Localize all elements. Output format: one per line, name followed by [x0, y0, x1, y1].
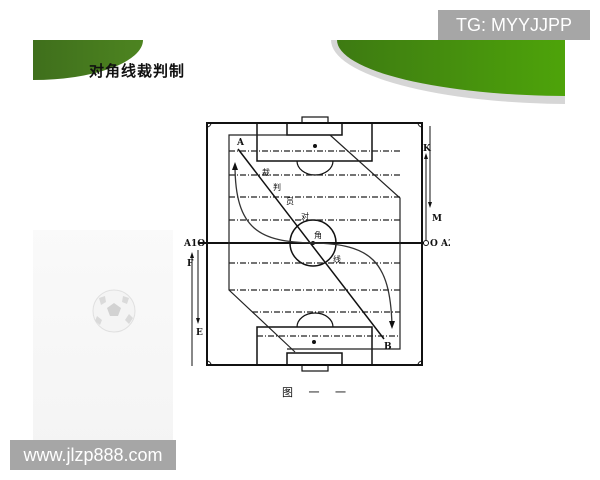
label-K: K — [423, 144, 432, 154]
background-texture — [33, 230, 173, 450]
watermark-top-right: TG: MYYJJPP — [438, 10, 590, 40]
soccer-ball-icon — [92, 289, 136, 333]
banner-right-decoration — [337, 40, 565, 96]
label-diag-6: 线 — [333, 254, 341, 264]
slide: 对角线裁判制 — [33, 40, 565, 450]
label-E: E — [196, 328, 203, 338]
top-goal — [301, 116, 329, 124]
label-diag-5: 角 — [314, 230, 322, 240]
label-diag-4: 对 — [301, 211, 309, 221]
label-diag-1: 裁 — [262, 167, 270, 177]
label-A1: A1O — [183, 239, 205, 249]
referee-coverage-outline — [228, 134, 330, 353]
diagonal-line — [237, 148, 385, 340]
label-F: F — [187, 259, 194, 269]
bottom-goal — [301, 364, 329, 372]
label-B: B — [384, 342, 392, 352]
label-diag-3: 员 — [286, 197, 294, 206]
label-A: A — [236, 138, 245, 148]
center-circle — [289, 219, 337, 267]
top-penalty-area — [256, 122, 373, 162]
diagonal-refereeing-diagram: A B A1O O A2 K M F E 裁 判 员 对 角 线 图 一 一 — [183, 116, 450, 399]
figure-caption: 图 一 一 — [282, 386, 352, 399]
label-A2: O A2 — [430, 239, 450, 249]
slide-title: 对角线裁判制 — [89, 62, 186, 80]
watermark-bottom-left: www.jlzp888.com — [10, 440, 176, 470]
label-diag-2: 判 — [273, 182, 281, 192]
bottom-goal-area — [286, 352, 343, 366]
top-goal-area — [286, 122, 343, 136]
label-M: M — [432, 214, 442, 224]
